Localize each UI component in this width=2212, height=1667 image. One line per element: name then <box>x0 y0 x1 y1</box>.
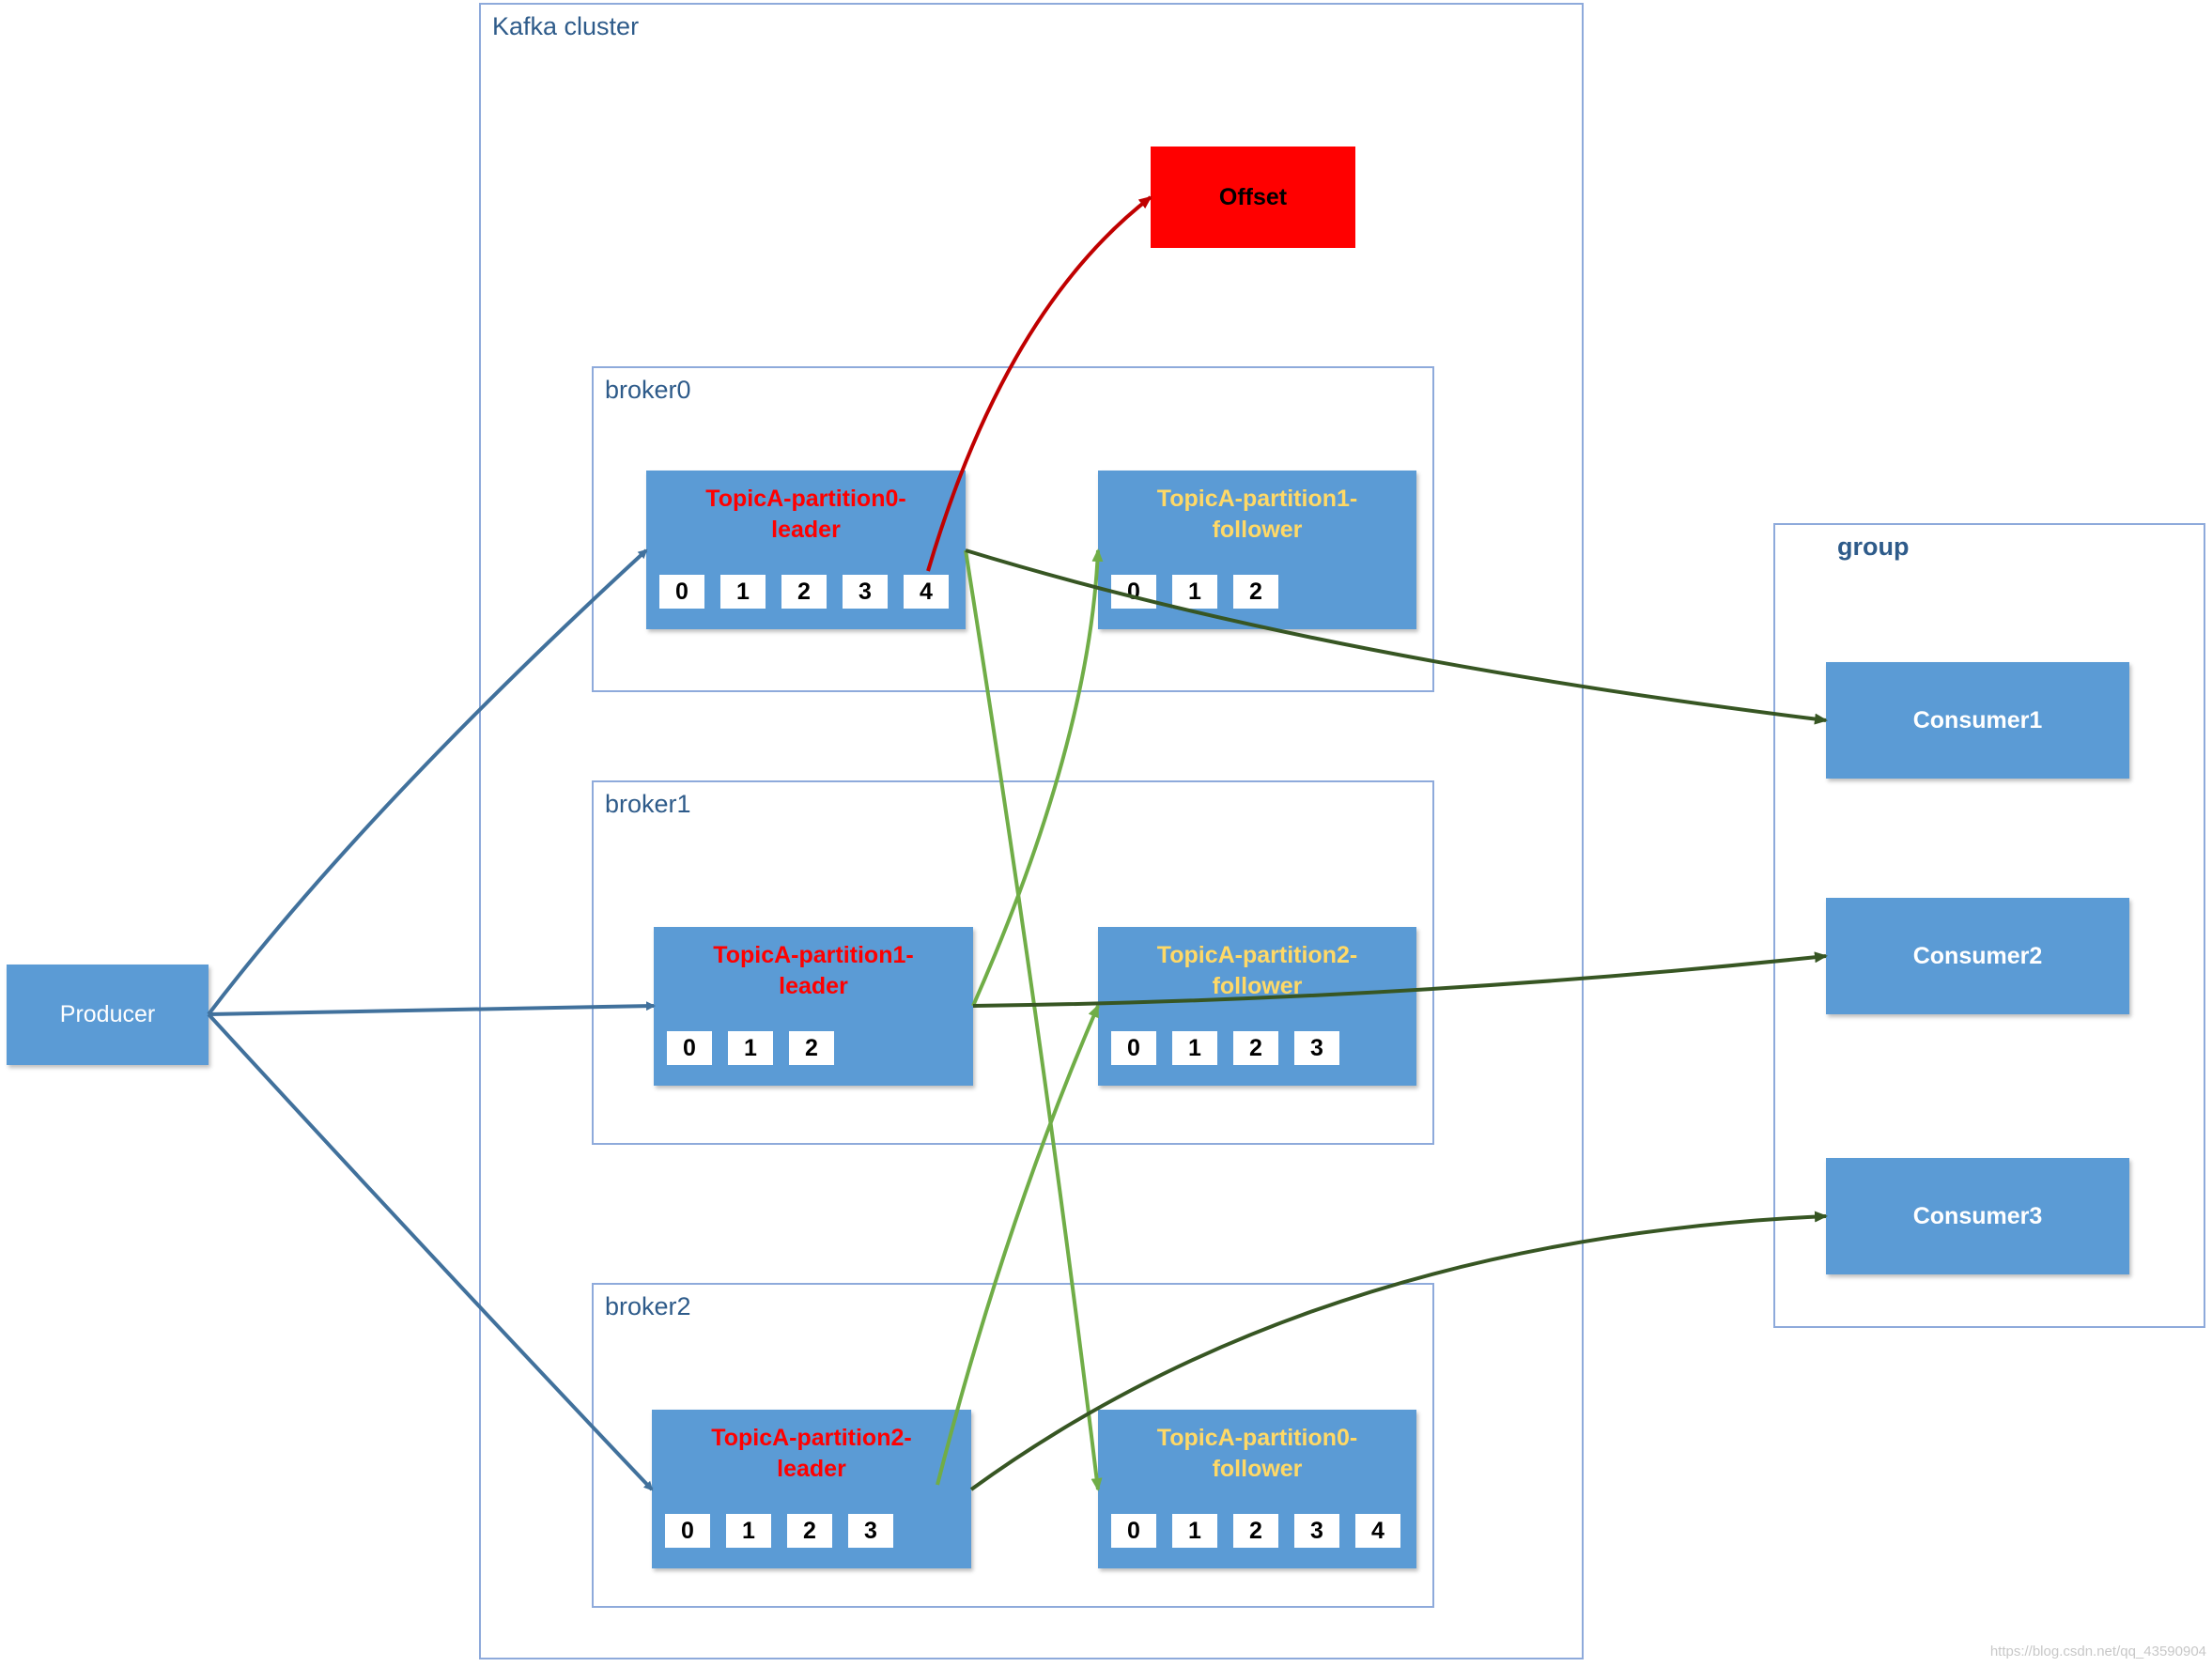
partition1-follower: TopicA-partition1- follower 0 1 2 <box>1098 471 1416 629</box>
offset-cell: 3 <box>1294 1031 1339 1065</box>
group-label: group <box>1837 533 1910 561</box>
consumer2-label: Consumer2 <box>1912 942 2043 969</box>
partition2-follower: TopicA-partition2- follower 0 1 2 3 <box>1098 927 1416 1086</box>
offset-cell: 0 <box>1111 575 1156 609</box>
partition1-leader-title: TopicA-partition1- leader <box>713 942 914 999</box>
offset-cell: 4 <box>904 575 949 609</box>
consumer3-box: Consumer3 <box>1826 1158 2129 1274</box>
partition2-leader-cells: 0 1 2 3 <box>665 1514 893 1548</box>
broker2-label: broker2 <box>605 1292 691 1320</box>
offset-cell: 1 <box>726 1514 771 1548</box>
partition2-leader: TopicA-partition2- leader 0 1 2 3 <box>652 1410 971 1568</box>
partition0-leader-cells: 0 1 2 3 4 <box>659 575 949 609</box>
partition1-follower-title: TopicA-partition1- follower <box>1156 486 1358 543</box>
watermark: https://blog.csdn.net/qq_43590904 <box>1989 1644 2206 1659</box>
partition0-leader: TopicA-partition0- leader 0 1 2 3 4 <box>646 471 966 629</box>
consumer2-box: Consumer2 <box>1826 898 2129 1014</box>
offset-cell: 2 <box>1233 1514 1278 1548</box>
consumer1-label: Consumer1 <box>1912 706 2043 733</box>
partition2-leader-title: TopicA-partition2- leader <box>711 1425 912 1482</box>
offset-label: Offset <box>1218 183 1288 210</box>
offset-cell: 2 <box>1233 575 1278 609</box>
offset-cell: 0 <box>1111 1031 1156 1065</box>
offset-cell: 2 <box>787 1514 832 1548</box>
group-frame: group <box>1773 523 2205 1328</box>
offset-cell: 2 <box>781 575 827 609</box>
partition1-follower-cells: 0 1 2 <box>1111 575 1278 609</box>
offset-box: Offset <box>1151 147 1355 248</box>
broker0-label: broker0 <box>605 376 691 404</box>
consumer1-box: Consumer1 <box>1826 662 2129 779</box>
partition0-leader-title: TopicA-partition0- leader <box>705 486 906 543</box>
partition2-follower-cells: 0 1 2 3 <box>1111 1031 1339 1065</box>
offset-cell: 2 <box>789 1031 834 1065</box>
offset-cell: 0 <box>659 575 704 609</box>
offset-cell: 4 <box>1355 1514 1400 1548</box>
offset-cell: 1 <box>1172 575 1217 609</box>
kafka-cluster-label: Kafka cluster <box>492 12 640 40</box>
partition0-follower-cells: 0 1 2 3 4 <box>1111 1514 1400 1548</box>
offset-cell: 0 <box>665 1514 710 1548</box>
producer-label: Producer <box>59 1001 156 1027</box>
offset-cell: 1 <box>1172 1514 1217 1548</box>
partition1-leader: TopicA-partition1- leader 0 1 2 <box>654 927 973 1086</box>
offset-cell: 2 <box>1233 1031 1278 1065</box>
producer-box: Producer <box>7 965 209 1065</box>
partition0-follower-title: TopicA-partition0- follower <box>1156 1425 1358 1482</box>
partition0-follower: TopicA-partition0- follower 0 1 2 3 4 <box>1098 1410 1416 1568</box>
offset-cell: 1 <box>728 1031 773 1065</box>
partition2-follower-title: TopicA-partition2- follower <box>1156 942 1358 999</box>
offset-cell: 1 <box>720 575 766 609</box>
offset-cell: 1 <box>1172 1031 1217 1065</box>
broker1-label: broker1 <box>605 790 691 818</box>
offset-cell: 3 <box>843 575 888 609</box>
offset-cell: 0 <box>667 1031 712 1065</box>
partition1-leader-cells: 0 1 2 <box>667 1031 834 1065</box>
offset-cell: 0 <box>1111 1514 1156 1548</box>
consumer3-label: Consumer3 <box>1912 1202 2043 1229</box>
offset-cell: 3 <box>1294 1514 1339 1548</box>
offset-cell: 3 <box>848 1514 893 1548</box>
